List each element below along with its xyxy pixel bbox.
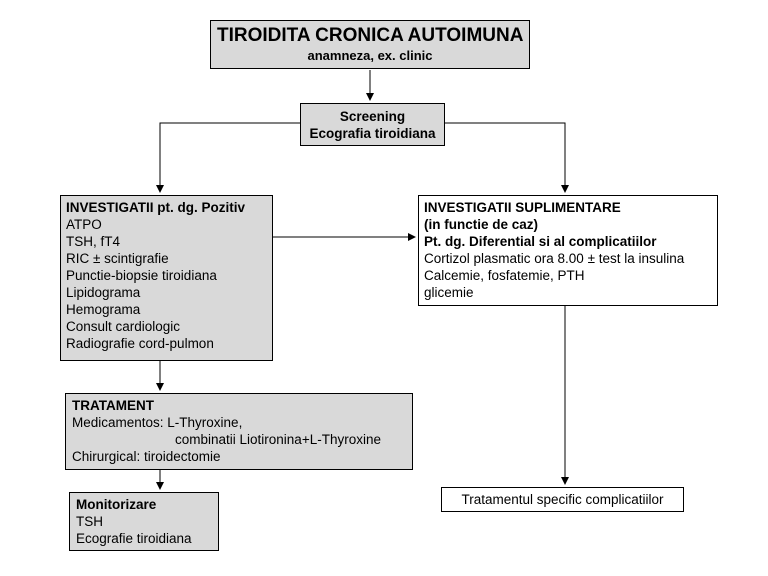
list-item: Consult cardiologic [66,319,181,334]
list-item: Calcemie, fosfatemie, PTH [424,268,585,283]
tratament-heading: TRATAMENT [72,398,154,413]
tratament-combinatii: combinatii Liotironina+L-Thyroxine [175,432,381,447]
suplimentare-heading: INVESTIGATII SUPLIMENTARE [424,200,621,215]
list-item: glicemie [424,285,474,300]
arrow-screening-to-suplimentare [445,122,569,193]
screening-method: Ecografia tiroidiana [309,126,436,141]
list-item: Lipidograma [66,285,141,300]
screening-box: Screening Ecografia tiroidiana [300,103,445,146]
list-item: TSH [76,514,103,529]
suplimentare-purpose: Pt. dg. Diferential si al complicatiilor [424,234,657,249]
arrow-screening-to-investigatii [156,122,300,193]
complicatii-label: Tratamentul specific complicatiilor [461,492,664,507]
title-box: TIROIDITA CRONICA AUTOIMUNA anamneza, ex… [210,20,530,69]
list-item: TSH, fT4 [66,234,121,249]
investigatii-box: INVESTIGATII pt. dg. Pozitiv ATPO TSH, f… [60,195,273,361]
investigatii-heading: INVESTIGATII pt. dg. Pozitiv [66,200,246,215]
list-item: Hemograma [66,302,141,317]
suplimentare-box: INVESTIGATII SUPLIMENTARE (in functie de… [418,195,718,306]
monitorizare-heading: Monitorizare [76,497,157,512]
diagram-title: TIROIDITA CRONICA AUTOIMUNA [217,25,524,46]
list-item: Punctie-biopsie tiroidiana [66,268,217,283]
complicatii-box: Tratamentul specific complicatiilor [441,487,684,512]
list-item: Ecografie tiroidiana [76,531,192,546]
tratament-box: TRATAMENT Medicamentos: L-Thyroxine, com… [65,393,413,470]
list-item: ATPO [66,217,102,232]
tratament-chirurgical: Chirurgical: tiroidectomie [72,449,221,464]
list-item: Cortizol plasmatic ora 8.00 ± test la in… [424,251,685,266]
diagram-subtitle: anamneza, ex. clinic [307,48,433,63]
list-item: RIC ± scintigrafie [66,251,169,266]
list-item: Radiografie cord-pulmon [66,336,214,351]
tratament-medicamentos: Medicamentos: L-Thyroxine, [72,415,243,430]
suplimentare-subheading: (in functie de caz) [424,217,539,232]
monitorizare-box: Monitorizare TSH Ecografie tiroidiana [69,492,219,551]
screening-label: Screening [339,109,406,124]
